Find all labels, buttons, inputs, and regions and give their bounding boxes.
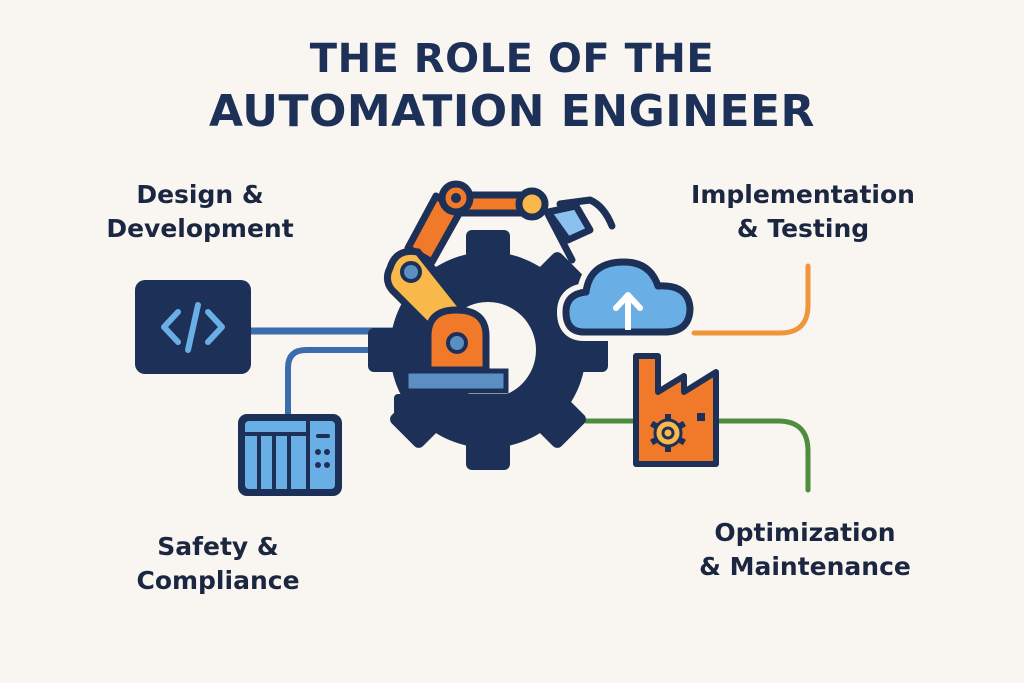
role-design-development: Design & Development — [90, 178, 310, 246]
code-icon — [135, 280, 251, 374]
role-label-line: & Maintenance — [699, 552, 911, 581]
role-label-line: Design & — [136, 180, 264, 209]
role-implementation-testing: Implementation & Testing — [672, 178, 934, 246]
role-label-line: Optimization — [714, 518, 896, 547]
role-label-line: Implementation — [691, 180, 915, 209]
role-label-line: Development — [106, 214, 294, 243]
plc-controller-icon — [238, 414, 342, 496]
title-line-2: AUTOMATION ENGINEER — [209, 86, 815, 137]
title-line-1: THE ROLE OF THE — [309, 36, 715, 82]
role-label-line: & Testing — [736, 214, 870, 243]
safety-connector — [285, 347, 402, 414]
optimization-connector — [583, 418, 811, 493]
role-safety-compliance: Safety & Compliance — [118, 530, 318, 598]
role-label-line: Compliance — [136, 566, 300, 595]
implementation-connector — [691, 263, 811, 336]
role-optimization-maintenance: Optimization & Maintenance — [688, 516, 922, 584]
role-label-line: Safety & — [157, 532, 279, 561]
page-title: THE ROLE OF THE AUTOMATION ENGINEER — [0, 36, 1024, 138]
factory-gear-icon — [633, 353, 719, 467]
cloud-upload-icon — [557, 253, 699, 341]
